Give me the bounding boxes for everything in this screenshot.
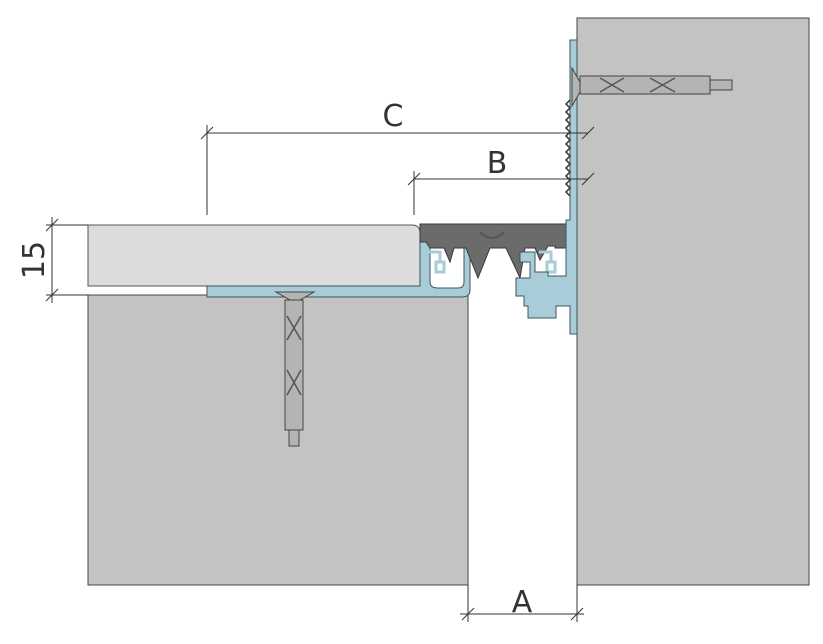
expansion-anchor-icon [274, 291, 316, 447]
wall-slab [576, 17, 810, 586]
wall-aluminium-profile [515, 39, 578, 335]
expansion-anchor-icon [571, 66, 733, 108]
dimension-a-label: A [512, 585, 533, 620]
dimension-c [200, 125, 595, 215]
rubber-insert [419, 223, 573, 280]
dimension-15-label: 15 [17, 241, 52, 279]
dimension-c-label: C [383, 99, 404, 134]
dimension-a [460, 585, 584, 622]
wall-profile-serration [564, 99, 572, 197]
dimension-b [407, 171, 595, 215]
dimension-b-label: B [487, 146, 508, 181]
floor-finish-layer [87, 224, 421, 287]
floor-aluminium-profile [206, 227, 471, 298]
floor-slab [87, 294, 469, 586]
dimension-15 [45, 217, 88, 303]
